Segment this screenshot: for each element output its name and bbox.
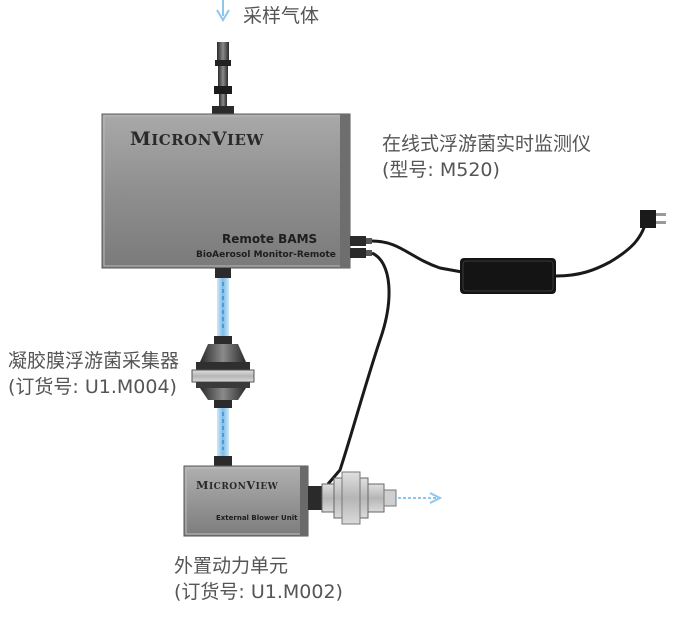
monitor-brand-mid: ICRON: [151, 131, 212, 149]
monitor-brand-first: M: [130, 128, 152, 150]
sample-gas-text: 采样气体: [243, 5, 320, 27]
monitor-brand-second: V: [211, 128, 228, 150]
blower-device: [183, 465, 309, 537]
blower-name: External Blower Unit: [216, 514, 298, 522]
collector-label-model: (订货号: U1.M004): [8, 376, 177, 398]
blower-label: 外置动力单元 (订货号: U1.M002): [174, 553, 343, 605]
monitor-connectors: [350, 236, 372, 258]
signal-cable: [326, 251, 391, 485]
sample-gas-label: 采样气体: [243, 3, 319, 29]
inlet-airflow-arrow: [216, 0, 230, 22]
blower-label-title: 外置动力单元: [174, 555, 289, 577]
monitor-brand: MICRONVIEW: [130, 128, 264, 150]
collector-label-title: 凝胶膜浮游菌采集器: [8, 350, 180, 372]
blower-label-model: (订货号: U1.M002): [174, 581, 343, 603]
blower-brand-first: M: [196, 478, 209, 492]
lower-tube: [214, 408, 232, 466]
power-cable: [371, 239, 463, 274]
monitor-label: 在线式浮游菌实时监测仪 (型号: M520): [382, 131, 591, 183]
blower-brand-second: V: [246, 478, 256, 492]
monitor-label-title: 在线式浮游菌实时监测仪: [382, 133, 592, 155]
collector-device: [191, 344, 255, 408]
collector-label: 凝胶膜浮游菌采集器 (订货号: U1.M004): [8, 348, 179, 400]
outlet-airflow-arrow: [398, 492, 443, 504]
power-adapter: [460, 210, 666, 294]
monitor-label-model: (型号: M520): [382, 159, 500, 181]
blower-outlet: [308, 471, 397, 525]
monitor-subtitle: BioAerosol Monitor-Remote: [196, 250, 336, 260]
monitor-brand-end: IEW: [227, 131, 264, 149]
inlet-probe: [212, 42, 234, 114]
blower-brand-mid: ICRON: [208, 482, 247, 492]
blower-brand: MICRONVIEW: [196, 478, 278, 492]
monitor-name: Remote BAMS: [222, 232, 318, 246]
upper-tube: [214, 268, 232, 344]
blower-brand-end: IEW: [255, 482, 279, 492]
